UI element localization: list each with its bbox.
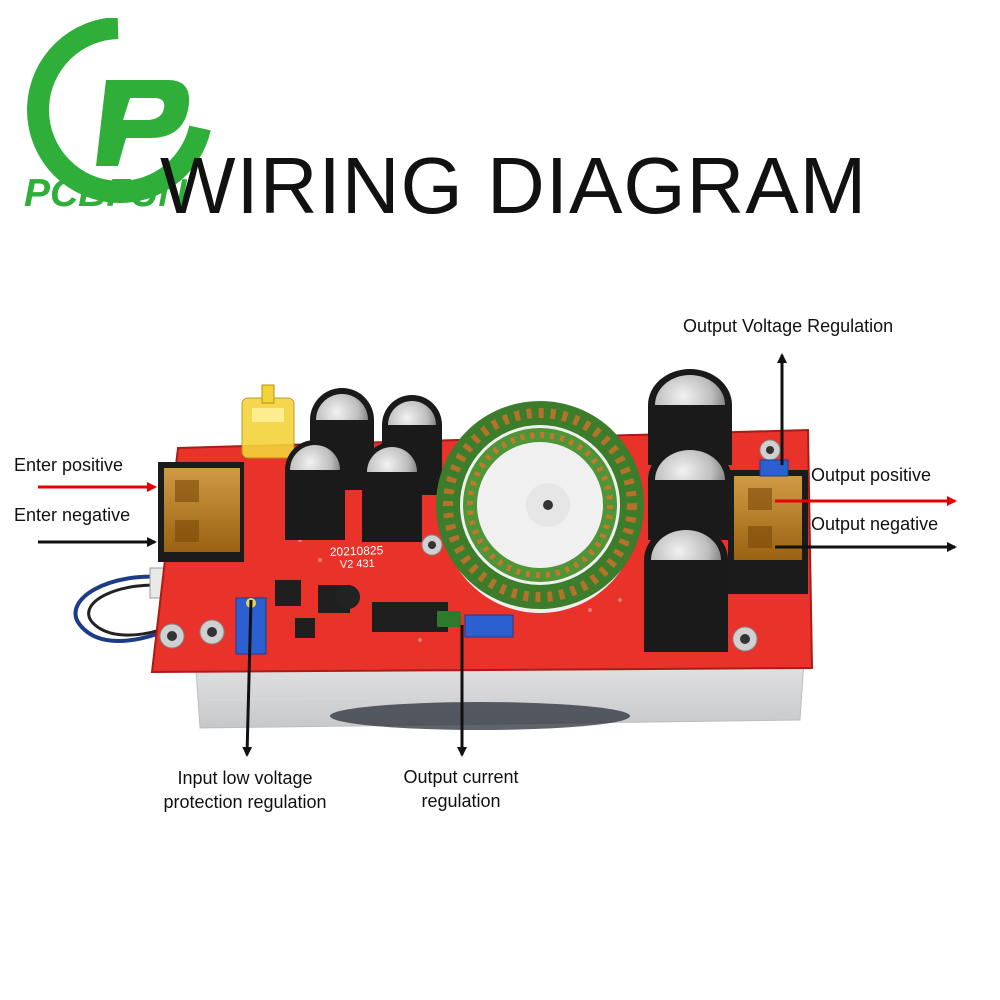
label-enter-positive: Enter positive [14, 455, 124, 475]
label-output-voltage-regulation: Output Voltage Regulation [683, 316, 894, 336]
fuse [241, 384, 295, 459]
brand-name: PCBFUN [24, 172, 187, 215]
label-input-low-voltage-line1: Input low voltage [177, 768, 313, 788]
page-title: WIRING DIAGRAM [160, 141, 868, 230]
input-terminal [158, 462, 244, 562]
label-output-current-line2: regulation [421, 791, 501, 811]
output-terminal [728, 470, 808, 594]
board-date-code: 20210825 [330, 543, 384, 559]
pcbfun-logo-icon [27, 18, 211, 203]
label-input-low-voltage-protection: Input low voltage protection regulation [140, 766, 350, 814]
wire [73, 574, 171, 643]
capacitor [285, 388, 442, 542]
trimpot [235, 459, 789, 655]
label-output-current-line1: Output current [403, 767, 519, 787]
label-output-negative: Output negative [811, 514, 939, 534]
label-output-positive: Output positive [811, 465, 932, 485]
label-enter-negative: Enter negative [14, 505, 131, 525]
mounting-hole [159, 439, 781, 652]
label-input-low-voltage-line2: protection regulation [163, 792, 327, 812]
label-output-current-regulation: Output current regulation [380, 765, 542, 813]
inductor [436, 401, 644, 613]
board-version: V2 431 [340, 558, 375, 571]
capacitor-large [644, 369, 732, 652]
arrow-input-low-voltage [242, 599, 253, 757]
ic-chip [275, 580, 461, 638]
